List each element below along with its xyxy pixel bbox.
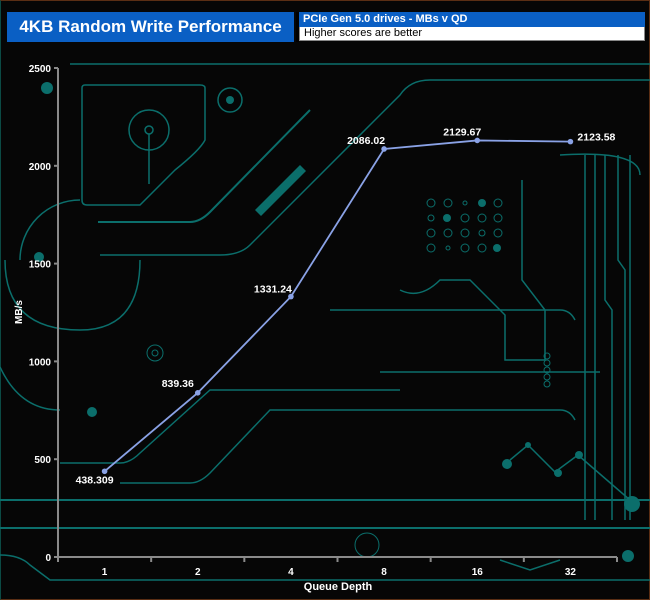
y-axis-label: MB/s <box>14 300 25 324</box>
x-tick-label: 16 <box>472 567 484 578</box>
data-point <box>567 138 574 145</box>
y-tick-label: 500 <box>34 455 51 466</box>
chart-subtitle: PCIe Gen 5.0 drives - MBs v QD <box>299 12 645 27</box>
x-tick-label: 4 <box>288 567 294 578</box>
y-tick-label: 2500 <box>29 64 52 75</box>
x-axis-label: Queue Depth <box>304 581 373 593</box>
y-tick-label: 0 <box>45 553 51 564</box>
x-tick-label: 1 <box>102 567 108 578</box>
data-label: 2086.02 <box>347 135 385 147</box>
data-point <box>381 146 387 152</box>
series-group: 438.309 839.36 1331.24 2086.02 2129.67 2123.5… <box>76 126 616 486</box>
y-axis-ticks: 0 500 1000 1500 2000 2500 <box>29 64 58 564</box>
data-point <box>288 293 294 300</box>
x-tick-label: 8 <box>381 567 387 578</box>
subtitle-box: PCIe Gen 5.0 drives - MBs v QD Higher sc… <box>296 12 645 42</box>
data-label: 438.309 <box>76 474 114 486</box>
y-tick-label: 1500 <box>29 260 52 271</box>
y-tick-label: 2000 <box>29 162 52 173</box>
x-tick-label: 32 <box>565 567 577 578</box>
x-axis-ticks: 1 2 4 8 16 32 <box>57 557 618 578</box>
chart-title: 4KB Random Write Performance <box>7 12 294 42</box>
data-label: 2123.58 <box>577 132 615 144</box>
x-tick-label: 2 <box>195 567 201 578</box>
y-tick-label: 1000 <box>29 357 52 368</box>
data-point <box>474 137 481 144</box>
data-label: 1331.24 <box>254 284 292 296</box>
chart-note: Higher scores are better <box>299 27 645 41</box>
data-label: 2129.67 <box>443 126 481 138</box>
series-line <box>104 139 571 472</box>
data-point <box>194 390 201 396</box>
data-label: 839.36 <box>162 378 194 390</box>
data-point <box>101 468 108 475</box>
